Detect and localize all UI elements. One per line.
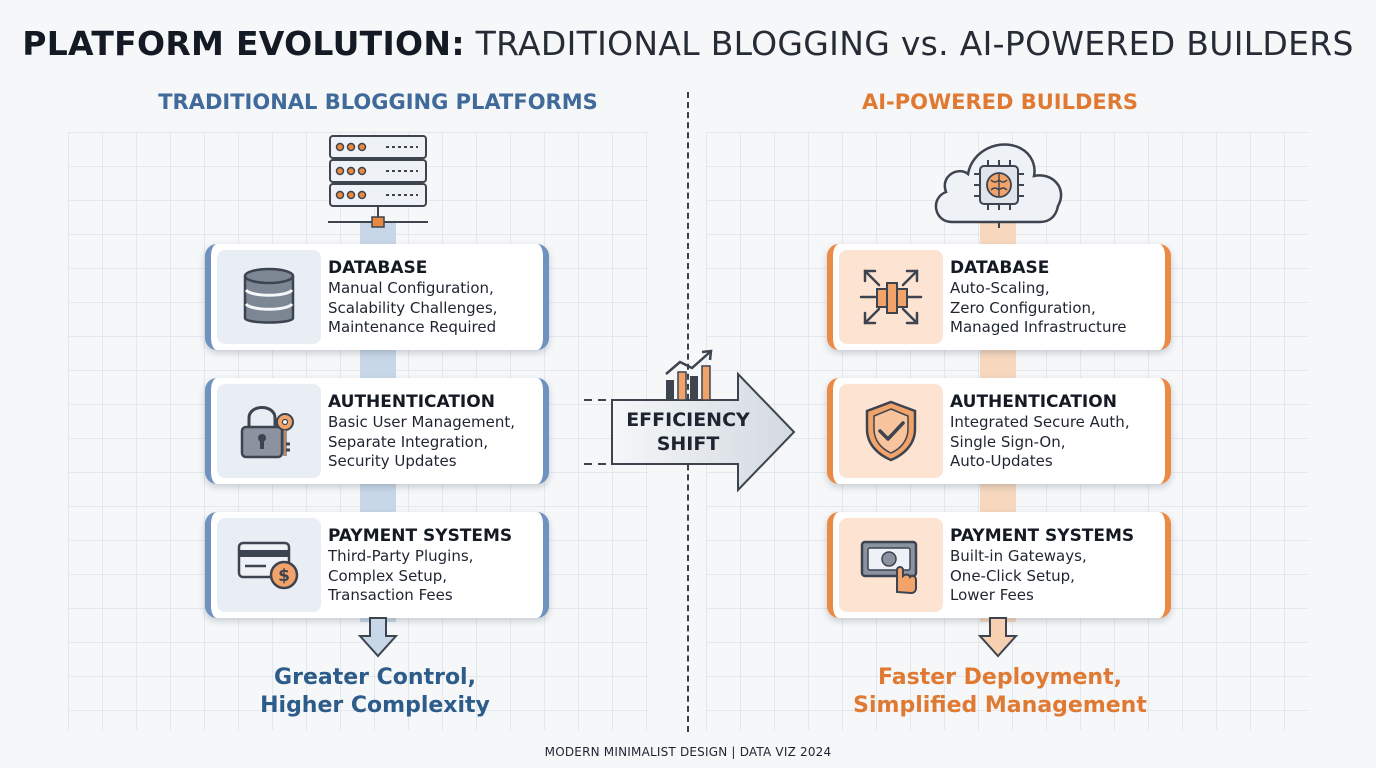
card-line: Scalability Challenges, xyxy=(328,298,498,317)
card-line: Transaction Fees xyxy=(328,586,453,604)
card-line: Basic User Management, xyxy=(328,413,516,431)
card-line: Third-Party Plugins, xyxy=(328,547,474,565)
title-light: TRADITIONAL BLOGGING vs. AI-POWERED BUIL… xyxy=(475,24,1354,63)
card-line: Built-in Gateways, xyxy=(950,547,1087,565)
right-column-heading: AI-POWERED BUILDERS xyxy=(861,90,1139,114)
arrow-label-line: SHIFT xyxy=(656,433,720,455)
right-summary-line: Faster Deployment, xyxy=(878,665,1122,690)
arrow-label-line: EFFICIENCY xyxy=(626,409,750,431)
shield-check-icon xyxy=(865,400,917,462)
auto-scale-arrows-icon xyxy=(859,269,923,325)
card-line: Zero Configuration, xyxy=(950,298,1096,317)
card-line: Auto-Scaling, xyxy=(950,279,1050,297)
svg-text:$: $ xyxy=(278,566,290,586)
card-line: Auto-Updates xyxy=(950,452,1053,470)
card-line: Maintenance Required xyxy=(328,318,497,336)
right-summary: Faster Deployment, Simplified Management xyxy=(830,664,1170,720)
left-summary: Greater Control, Higher Complexity xyxy=(200,664,550,720)
right-summary-line: Simplified Management xyxy=(853,693,1147,718)
card-line: Single Sign-On, xyxy=(950,432,1066,451)
title-strong: PLATFORM EVOLUTION: xyxy=(22,24,465,63)
database-icon xyxy=(243,267,295,324)
right-card-database: DATABASE Auto-Scaling, Zero Configuratio… xyxy=(827,244,1171,350)
card-line: Separate Integration, xyxy=(328,432,489,451)
left-column-heading: TRADITIONAL BLOGGING PLATFORMS xyxy=(158,90,598,114)
card-line: Managed Infrastructure xyxy=(950,318,1127,336)
right-down-arrow-icon xyxy=(977,617,1019,658)
server-rack-icon xyxy=(328,135,428,228)
card-title: AUTHENTICATION xyxy=(950,392,1117,412)
right-card-authentication: AUTHENTICATION Integrated Secure Auth, S… xyxy=(827,378,1171,484)
efficiency-shift-label: EFFICIENCY SHIFT xyxy=(608,408,768,456)
left-card-database: DATABASE Manual Configuration, Scalabili… xyxy=(205,244,549,350)
left-card-payment: $ PAYMENT SYSTEMS Third-Party Plugins, C… xyxy=(205,512,549,618)
card-line: Security Updates xyxy=(328,452,457,470)
left-card-authentication: AUTHENTICATION Basic User Management, Se… xyxy=(205,378,549,484)
card-title: PAYMENT SYSTEMS xyxy=(950,526,1135,546)
cash-tap-icon xyxy=(860,540,918,594)
card-line: Manual Configuration, xyxy=(328,279,494,297)
card-title: DATABASE xyxy=(328,258,428,278)
left-summary-line: Greater Control, xyxy=(274,665,476,690)
credit-card-dollar-icon: $ xyxy=(237,541,299,590)
card-line: Integrated Secure Auth, xyxy=(950,413,1130,431)
card-title: PAYMENT SYSTEMS xyxy=(328,526,513,546)
cloud-ai-chip-icon xyxy=(934,143,1063,228)
growth-chart-icon xyxy=(665,349,713,401)
card-title: AUTHENTICATION xyxy=(328,392,495,412)
page-title: PLATFORM EVOLUTION: TRADITIONAL BLOGGING… xyxy=(0,24,1376,63)
right-card-payment: PAYMENT SYSTEMS Built-in Gateways, One-C… xyxy=(827,512,1171,618)
card-title: DATABASE xyxy=(950,258,1050,278)
card-line: One-Click Setup, xyxy=(950,566,1075,585)
card-line: Lower Fees xyxy=(950,586,1034,604)
left-summary-line: Higher Complexity xyxy=(260,693,490,718)
padlock-key-icon xyxy=(240,406,294,459)
efficiency-shift-arrow xyxy=(584,349,796,493)
footer-caption: MODERN MINIMALIST DESIGN | DATA VIZ 2024 xyxy=(544,745,832,759)
left-down-arrow-icon xyxy=(357,617,399,658)
card-line: Complex Setup, xyxy=(328,566,447,585)
